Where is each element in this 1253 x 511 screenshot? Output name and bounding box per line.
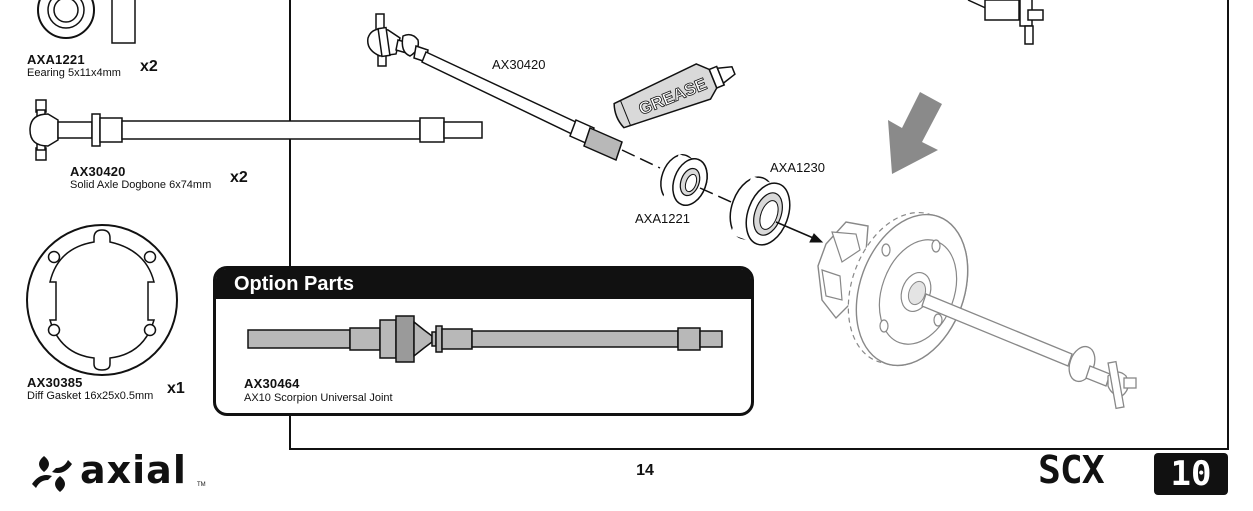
frame-left-divider [289, 0, 291, 450]
part-quantity: x2 [230, 169, 248, 186]
option-part-description: AX10 Scorpion Universal Joint [244, 392, 393, 404]
callout-label: AXA1230 [770, 160, 825, 175]
frame-bottom-rule [289, 448, 1229, 450]
option-parts-title: Option Parts [234, 273, 355, 295]
option-part-code: AX30464 [244, 376, 300, 391]
part-code: AXA1221 [27, 52, 85, 67]
large-bearing-icon [729, 175, 791, 246]
axial-logo-icon [32, 456, 72, 492]
small-bearing-icon [660, 154, 708, 206]
option-parts-header: Option Parts [216, 269, 751, 299]
dogbone-icon [29, 99, 483, 161]
callout-label: AX30420 [492, 57, 546, 72]
universal-joint-icon [247, 315, 723, 363]
differential-icon [817, 211, 1137, 410]
callout-label: AXA1221 [635, 211, 690, 226]
part-description: Eearing 5x11x4mm [27, 67, 121, 79]
part-description: Diff Gasket 16x25x0.5mm [27, 390, 154, 402]
brand-wordmark: axial [80, 448, 187, 492]
model-name: SCX [1038, 448, 1105, 492]
option-parts-panel: Option Parts AX30464 AX10 Scorpion Unive… [213, 266, 754, 416]
bearing-icon [37, 0, 136, 44]
gasket-icon [26, 224, 178, 376]
page-number: 14 [636, 462, 654, 479]
frame-right-edge [1227, 0, 1229, 450]
model-number-badge: 10 [1154, 453, 1228, 495]
direction-arrow-icon [888, 92, 942, 174]
part-code: AX30385 [27, 375, 83, 390]
part-quantity: x2 [140, 58, 158, 75]
part-quantity: x1 [167, 380, 185, 397]
part-description: Solid Axle Dogbone 6x74mm [70, 179, 212, 191]
grease-tube-icon: GREASE [613, 63, 736, 129]
part-code: AX30420 [70, 164, 126, 179]
trademark-mark: TM [197, 482, 206, 488]
dogbone-installed-icon [367, 13, 661, 169]
partial-dogbone-icon [967, 0, 1044, 45]
